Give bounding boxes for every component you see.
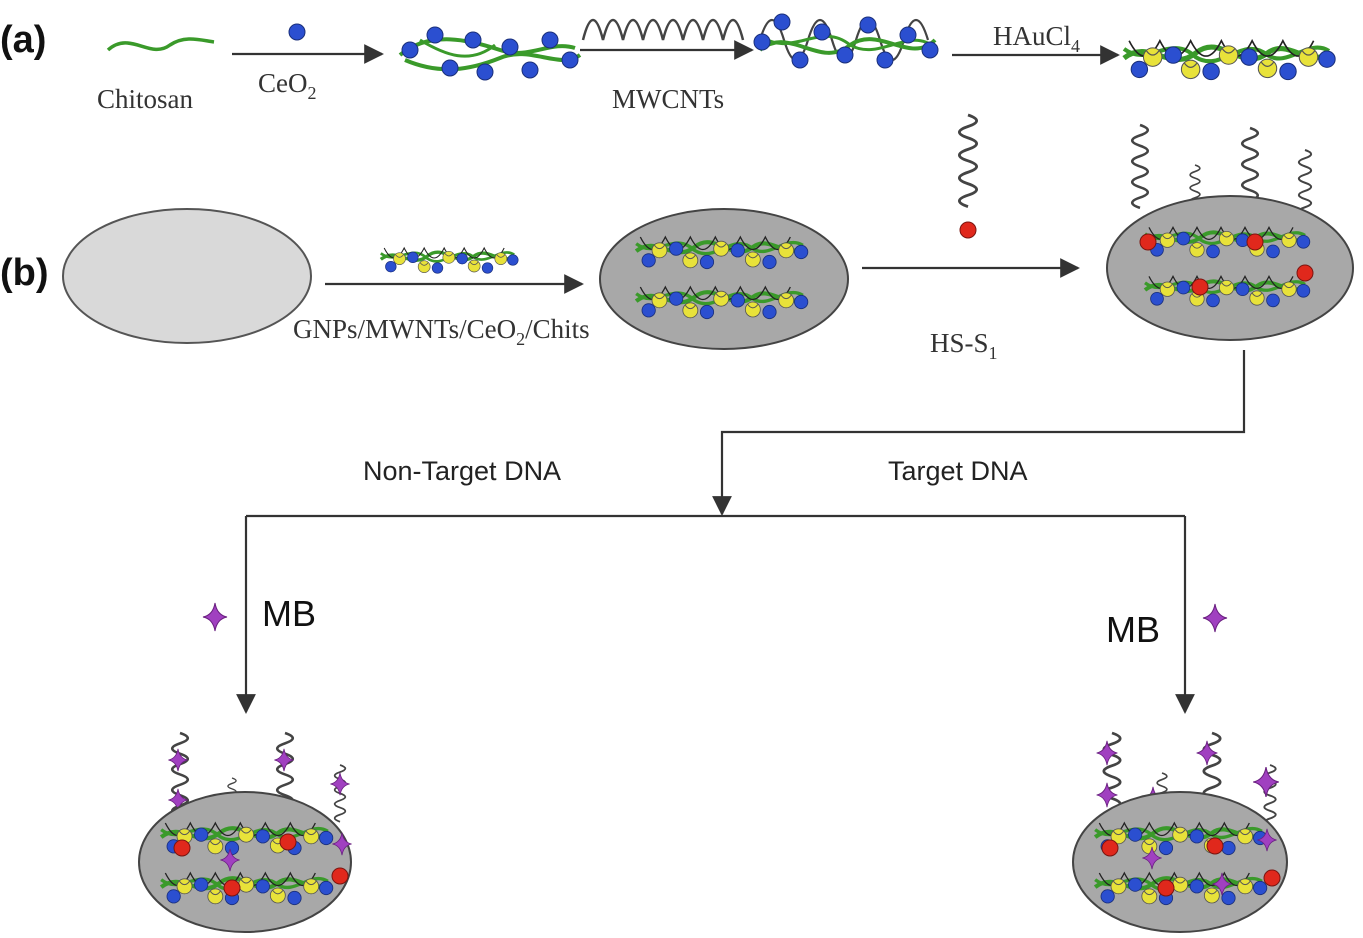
modified-electrode — [599, 208, 849, 350]
bare-electrode — [62, 208, 312, 344]
composite-modifier-ribbon — [381, 248, 518, 273]
chitosan-ceo2-complex — [398, 26, 582, 81]
non-target-dna-label: Non-Target DNA — [363, 456, 561, 486]
gnps-composite-ribbon — [1124, 41, 1335, 80]
ceo2-label: CeO2 — [258, 68, 317, 103]
chitosan-strand — [106, 37, 215, 52]
composite-label: GNPs/MWNTs/CeO2/Chits — [293, 314, 590, 349]
panel-label-b: (b) — [0, 252, 49, 294]
chitosan-label: Chitosan — [97, 84, 194, 114]
mb-star-icon-left — [202, 602, 228, 632]
panel-label-a: (a) — [0, 19, 46, 61]
mwcnt-helix-icon — [581, 18, 745, 41]
target-dna-label: Target DNA — [888, 456, 1028, 486]
mb-star-icon-right — [1202, 603, 1228, 633]
hs-s1-probe-icon — [957, 113, 979, 239]
haucl4-label: HAuCl4 — [993, 21, 1080, 56]
target-result-electrode — [1072, 731, 1288, 933]
ceo2-bead-icon — [288, 23, 306, 41]
mb-label-left: MB — [262, 593, 316, 634]
connector-down-from-probe-electrode — [712, 350, 1246, 516]
non-target-result-electrode — [138, 731, 353, 933]
chitosan-ceo2-mwcnt-complex — [753, 13, 939, 69]
mb-label-right: MB — [1106, 609, 1160, 650]
probe-modified-electrode — [1106, 123, 1354, 341]
hs-s1-label: HS-S1 — [930, 328, 998, 363]
mwcnts-label: MWCNTs — [612, 84, 724, 114]
